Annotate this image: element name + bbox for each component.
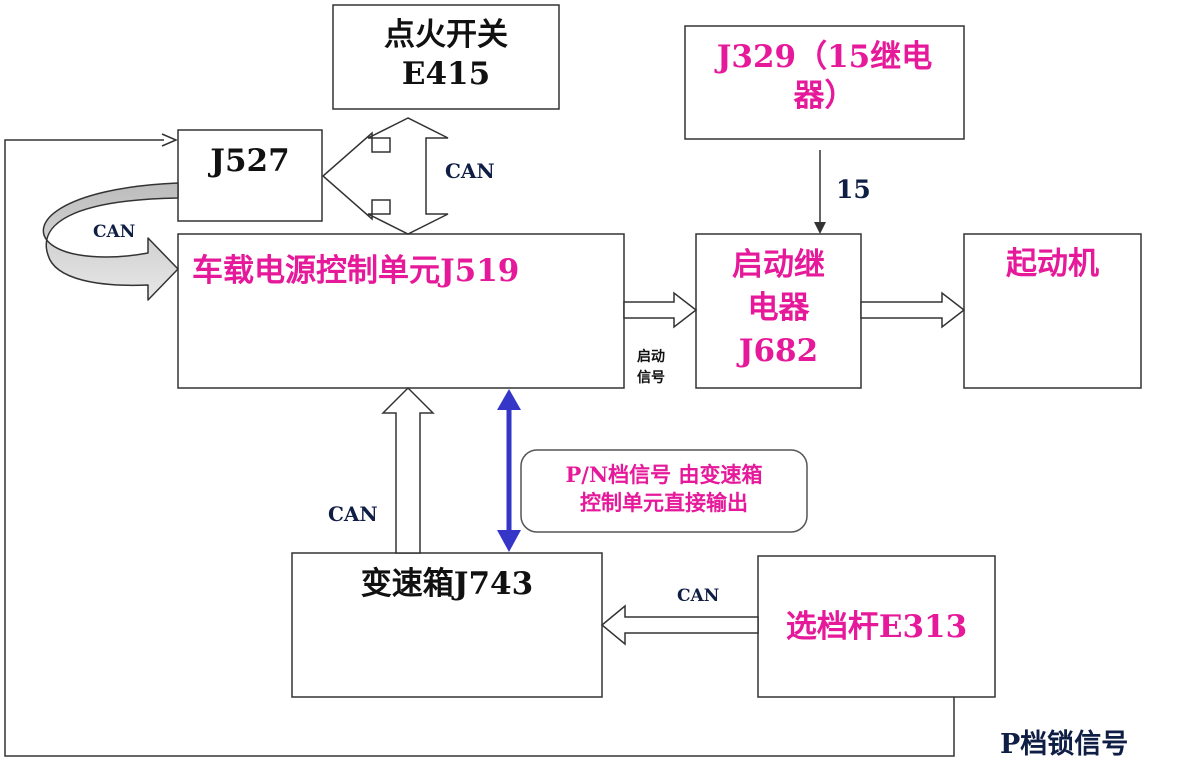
can-loop-arrow (42, 182, 179, 301)
j682-name: 启动继 (732, 247, 825, 283)
j682-code: J682 (738, 332, 819, 369)
e415-name: 点火开关 (384, 17, 508, 53)
arrow-j519-to-j682 (623, 291, 698, 329)
box-starter (963, 233, 1142, 389)
j682-label: 启动继 电器 J682 (696, 244, 861, 372)
j527-label: J527 (210, 143, 290, 179)
e313-label: 选档杆E313 (785, 609, 968, 645)
start-signal-label-1: 启动 (637, 349, 665, 365)
starter-label: 起动机 (1006, 246, 1099, 282)
box-e313 (757, 555, 996, 698)
j329-name-cont: 器） (793, 77, 856, 114)
pn-signal-arrowhead-up (497, 389, 521, 410)
arrowhead-j329-to-j682 (814, 222, 826, 234)
arrow-e313-to-j743 (600, 604, 759, 646)
p-lock-arrowhead (161, 133, 178, 147)
box-j329 (684, 25, 965, 140)
arrow-j682-to-starter (860, 291, 966, 329)
can-label-loop: CAN (93, 222, 136, 242)
box-j519 (177, 233, 625, 389)
can-bus-cross-arrow (321, 117, 449, 235)
box-j527 (177, 129, 323, 222)
start-signal-label-2: 信号 (637, 370, 665, 386)
pn-callout-line1: P/N档信号 由变速箱 (565, 462, 763, 487)
p-lock-label: P档锁信号 (1000, 729, 1129, 760)
arrow-j743-to-j519 (381, 386, 435, 554)
j743-label: 变速箱J743 (360, 566, 534, 602)
p-lock-feedback-line (4, 139, 955, 757)
j682-name-cont: 电器 (747, 289, 810, 326)
can-label-left: CAN (328, 502, 378, 526)
can-label-top: CAN (445, 159, 495, 183)
j519-label: 车载电源控制单元J519 (192, 253, 520, 289)
j329-name: J329（15继电 (716, 39, 933, 75)
box-j682 (695, 233, 862, 389)
pn-callout-text: P/N档信号 由变速箱 控制单元直接输出 (521, 461, 807, 518)
pn-callout-box (520, 449, 808, 533)
pn-callout-line2: 控制单元直接输出 (580, 490, 748, 516)
can-label-bottom: CAN (677, 586, 720, 606)
j329-label: J329（15继电 器） (685, 38, 964, 116)
fifteen-label: 15 (836, 175, 871, 204)
pn-signal-arrowhead-down (497, 530, 521, 552)
e415-code: E415 (401, 55, 491, 92)
box-e415 (332, 4, 560, 110)
e415-label: 点火开关 E415 (333, 16, 559, 94)
box-j743 (291, 552, 603, 698)
